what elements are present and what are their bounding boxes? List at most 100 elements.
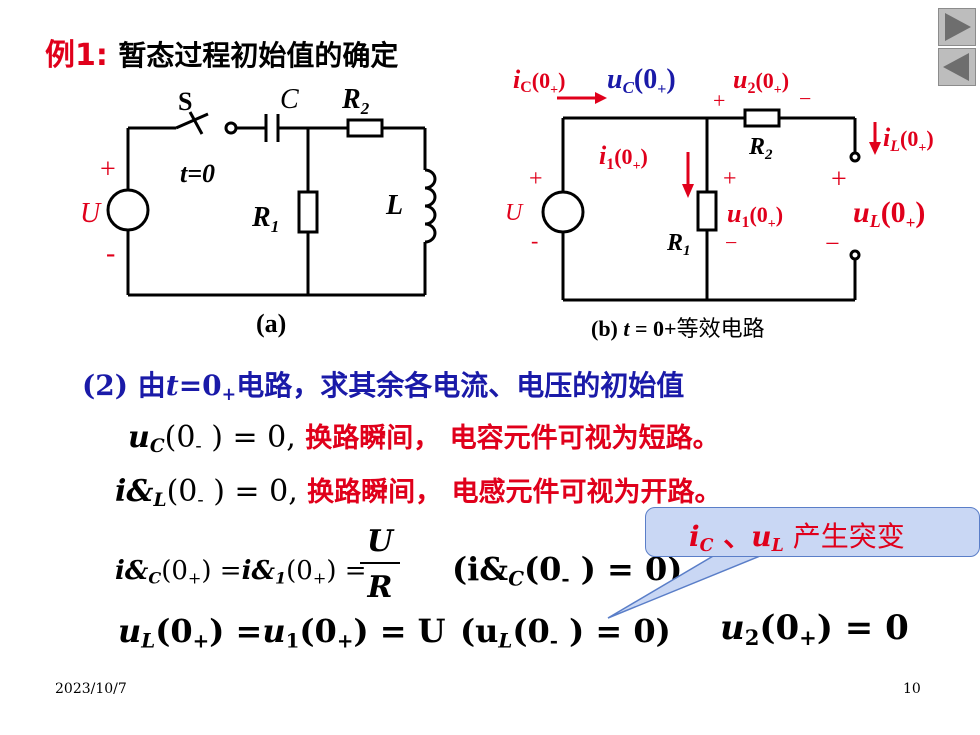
source-minus-label: -: [106, 238, 115, 269]
callout-text: iC 、uL 产生突变: [689, 515, 905, 556]
callout-u: u: [751, 520, 772, 553]
eq4-paren-sub: L: [498, 628, 513, 653]
equation-ul-minus: (uL(0- ) = 0): [460, 612, 671, 653]
il-subscript: L: [889, 138, 900, 155]
circuit-b-diagram: iC(0+) uC(0+) + u2(0+) − R2 iL(0+) i1(0+…: [505, 64, 934, 342]
eq4-c: u: [720, 608, 745, 648]
u1-close: ): [776, 202, 783, 227]
equation-il-minus: i&L(0- ) = 0, 换路瞬间， 电感元件可视为开路。: [115, 470, 722, 511]
ic-label: i: [513, 65, 521, 94]
eq2-i: i&: [115, 474, 154, 509]
step-t: t: [165, 369, 179, 402]
ic-subscript: C: [520, 79, 532, 96]
callout-i: i: [689, 520, 700, 553]
svg-text:i1(0+): i1(0+): [599, 141, 648, 174]
eq4-paren: (u: [460, 612, 499, 650]
eq4-c-arg: (0: [759, 608, 800, 648]
eq4-a-sub: L: [141, 628, 156, 653]
eq4-c-argsub: +: [799, 624, 817, 650]
u2-argsub: +: [774, 83, 782, 98]
eq2-argsub: -: [197, 490, 204, 512]
i1-subscript: 1: [606, 156, 614, 173]
callout-sep: 、: [713, 520, 752, 553]
eq3-lhs-arg: (0: [161, 556, 188, 586]
svg-text:R2: R2: [748, 134, 773, 163]
svg-text:uC(0+): uC(0+): [607, 64, 676, 98]
ic-argsub: +: [550, 83, 558, 98]
eq3-mid: i&: [241, 556, 275, 586]
svg-text:R2: R2: [341, 84, 370, 118]
svg-text:u2(0+): u2(0+): [733, 65, 789, 98]
svg-text:iL(0+): iL(0+): [883, 123, 934, 156]
step-heading: (2) 由t=0+电路，求其余各电流、电压的初始值: [82, 364, 684, 405]
uc-argsub: +: [657, 81, 666, 98]
svg-text:R1: R1: [251, 202, 279, 236]
capacitor-label: C: [280, 84, 299, 115]
u2-close: ): [782, 68, 789, 93]
equation-ul-plus: uL(0+) =u1(0+) = U: [118, 612, 446, 653]
ul-close: ): [915, 196, 925, 229]
i1-arg: (0: [614, 144, 632, 169]
eq4-b: u: [262, 612, 286, 650]
ul-subscript: L: [869, 211, 881, 231]
u2-minus: −: [799, 86, 811, 111]
u1-argsub: +: [768, 217, 776, 232]
step-eq: =0: [178, 369, 222, 402]
step-number: (2): [82, 369, 138, 402]
u1-plus: +: [723, 166, 737, 192]
svg-text:iC(0+): iC(0+): [513, 65, 565, 98]
u2-arg: (0: [755, 68, 773, 93]
eq1-argsub: -: [195, 436, 202, 458]
r1-subscript: 1: [271, 217, 280, 236]
eq2-note: 换路瞬间， 电感元件可视为开路。: [297, 477, 722, 508]
eq3-mid-close: ) =: [326, 556, 367, 586]
svg-text:(b) t = 0+等效电路: (b) t = 0+等效电路: [591, 316, 765, 342]
u1-label: u: [727, 199, 741, 228]
il-argsub: +: [918, 141, 926, 156]
ic-close: ): [558, 68, 565, 93]
circuit-a-caption: (a): [256, 309, 286, 338]
fraction-denominator: R: [367, 570, 393, 605]
source-label: U: [80, 198, 102, 229]
eq4-a-argsub: +: [192, 628, 210, 653]
prev-slide-button[interactable]: [938, 48, 976, 86]
callout-u-sub: L: [771, 535, 784, 556]
ul-arg: (0: [881, 196, 906, 229]
step-pre: 由: [137, 369, 166, 402]
source-plus-label: +: [100, 154, 116, 185]
i1-label: i: [599, 141, 607, 170]
step-eq-sub: +: [221, 384, 237, 405]
eq3-paren-sub: C: [508, 566, 524, 591]
ul-minus: −: [825, 229, 840, 258]
eq3-paren-argsub: -: [561, 566, 570, 591]
circuit-a-diagram: S C R2 t=0 + U - R1 L (a): [80, 84, 437, 338]
eq4-b-arg: (0: [299, 612, 337, 650]
next-slide-button[interactable]: [938, 8, 976, 46]
footer-page-number: 10: [903, 681, 921, 697]
caption-b-pre: (b): [591, 316, 623, 341]
eq3-mid-argsub: +: [312, 568, 327, 588]
equation-uc-minus: uC(0- ) = 0, 换路瞬间， 电容元件可视为短路。: [128, 416, 720, 457]
equation-u2-plus: u2(0+) = 0: [720, 608, 909, 650]
eq4-b-sub: 1: [285, 628, 300, 653]
eq2-sub: L: [153, 490, 167, 512]
ic-arg: (0: [532, 68, 550, 93]
source-b-plus: +: [529, 166, 543, 192]
callout-i-sub: C: [699, 535, 714, 556]
r1b-label: R: [666, 230, 683, 256]
slide-title: 例1: 暂态过程初始值的确定: [45, 30, 398, 74]
u2-label: u: [733, 65, 747, 94]
r2-subscript: 2: [360, 99, 370, 118]
eq4-c-sub: 2: [744, 624, 760, 650]
equation-ic-plus: i&C(0+) =i&1(0+) =: [115, 556, 367, 588]
eq1-arg: (0: [164, 420, 196, 455]
eq1-note: 换路瞬间， 电容元件可视为短路。: [295, 423, 720, 454]
switch-label: S: [178, 87, 192, 116]
callout-caption: 产生突变: [783, 520, 905, 553]
u1-minus: −: [725, 230, 737, 255]
caption-b-t: t: [623, 316, 630, 341]
eq3-paren-arg: (0: [523, 550, 562, 588]
eq4-b-close: ) = U: [353, 612, 446, 650]
uc-plus: +: [713, 88, 725, 113]
eq4-c-close: ) = 0: [816, 608, 909, 648]
